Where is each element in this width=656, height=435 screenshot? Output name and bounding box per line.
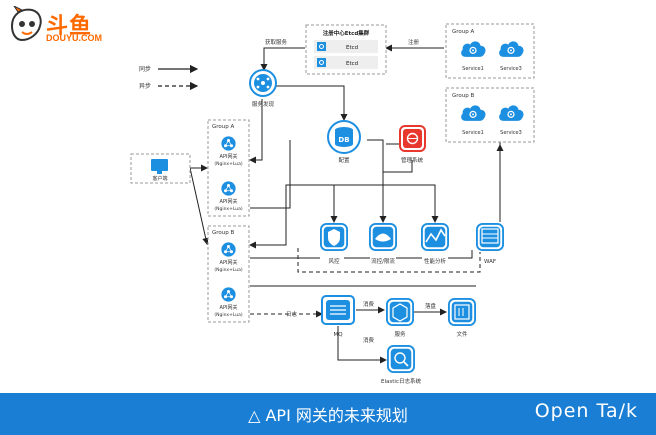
gateway-group-b-title: Group B (212, 230, 234, 236)
db-icon: DB (338, 136, 349, 144)
risk-label: 风控 (328, 257, 340, 265)
etcd-node-2: Etcd (346, 61, 358, 67)
edge-label-archive: 落盘 (425, 302, 437, 310)
network-icon (261, 81, 265, 85)
service-discovery: 服务发现 (249, 69, 277, 108)
elastic-label: Elastic日志系统 (381, 377, 421, 385)
gateway-a2-sub: (Nginx+Lua) (214, 206, 243, 212)
logo-name-en: DOUYU.COM (46, 33, 102, 43)
service-label: 服务 (394, 330, 406, 338)
edge-label-consume-1: 消费 (363, 300, 375, 308)
file-node: 文件 (448, 298, 476, 338)
legend-sync-label: 同步 (139, 65, 151, 73)
registry-title: 注册中心Etcd集群 (323, 29, 370, 37)
monitor-icon (151, 159, 168, 171)
config-db: DB 配置 (327, 120, 361, 164)
gateway-b1-label: API网关 (220, 259, 238, 266)
gateway-icon (221, 181, 236, 196)
gateway-a1-label: API网关 (220, 153, 238, 160)
gateway-icon (221, 287, 236, 302)
gateway-b1-sub: (Nginx+Lua) (214, 267, 243, 273)
limit-icon (375, 233, 391, 242)
service-node: 服务 (386, 298, 414, 338)
waf: WAF (476, 223, 504, 265)
file-icon (454, 304, 470, 320)
etcd-registry: 注册中心Etcd集群 Etcd Etcd (305, 24, 387, 75)
service-group-a: Group A Service1 Service3 (445, 23, 535, 79)
queue-icon (330, 305, 346, 315)
service-group-b: Group B Service1 Service3 (445, 87, 535, 143)
db-label: 配置 (338, 157, 350, 164)
service-group-b-title: Group B (452, 93, 474, 99)
etcd-node-1: Etcd (346, 45, 358, 51)
client: 客户端 (130, 153, 191, 184)
admin-label: 管理系统 (401, 156, 424, 164)
connectors (189, 44, 504, 364)
service-b-1: Service1 (462, 130, 484, 136)
legend-async-label: 异步 (139, 82, 151, 90)
perf-analysis: 性能分析 (421, 223, 449, 265)
service-group-a-title: Group A (452, 29, 474, 35)
mq: MQ (321, 295, 355, 338)
douyu-logo: 斗鱼 DOUYU.COM (8, 4, 102, 46)
gateway-b2-sub: (Nginx+Lua) (214, 312, 243, 318)
footer-caption: △ API 网关的未来规划 (248, 406, 408, 425)
service-a-2: Service3 (500, 66, 522, 72)
fish-mascot-icon (10, 4, 42, 42)
gateway-group-a-title: Group A (212, 124, 234, 130)
admin-system: 管理系统 (399, 125, 426, 164)
service-a-1: Service1 (462, 66, 484, 72)
gateway-group-b: Group B API网关 (Nginx+Lua) API网关 (Nginx+L… (207, 225, 250, 323)
search-icon (394, 352, 406, 364)
open-talk-logo: Open Ta/k (534, 400, 638, 422)
gateway-icon (221, 136, 236, 151)
file-label: 文件 (456, 330, 468, 338)
etcd-gear-icon (317, 42, 326, 51)
throttle: 流控/限流 (369, 223, 397, 265)
client-label: 客户端 (152, 175, 167, 182)
legend: 同步 异步 (139, 64, 199, 91)
etcd-gear-icon (317, 58, 326, 67)
cube-icon (392, 303, 408, 322)
trend-icon (425, 228, 446, 243)
edge-label-fetch-service: 获取服务 (265, 38, 288, 46)
architecture-diagram: 同步 异步 (130, 23, 535, 385)
gateway-a2-label: API网关 (220, 198, 238, 205)
edge-label-register: 注册 (408, 38, 420, 46)
gateway-b2-label: API网关 (220, 304, 238, 311)
edge-label-log: 日志 (286, 310, 298, 318)
footer-bar: △ API 网关的未来规划 Open Ta/k (0, 393, 656, 435)
gateway-icon (221, 242, 236, 257)
logo-name-cn: 斗鱼 (46, 14, 93, 39)
firewall-icon (481, 228, 499, 244)
throttle-label: 流控/限流 (371, 257, 395, 265)
gateway-a1-sub: (Nginx+Lua) (214, 161, 243, 167)
risk-control: 风控 (320, 223, 348, 265)
service-discovery-label: 服务发现 (252, 100, 275, 108)
perf-label: 性能分析 (424, 257, 447, 265)
gateway-group-a: Group A API网关 (Nginx+Lua) API网关 (Nginx+L… (207, 119, 250, 217)
mq-label: MQ (333, 332, 343, 338)
service-b-2: Service3 (500, 130, 522, 136)
elastic-log: Elastic日志系统 (381, 345, 421, 385)
waf-label: WAF (484, 259, 496, 265)
edge-label-consume-2: 消费 (363, 336, 375, 344)
shield-icon (328, 229, 340, 246)
